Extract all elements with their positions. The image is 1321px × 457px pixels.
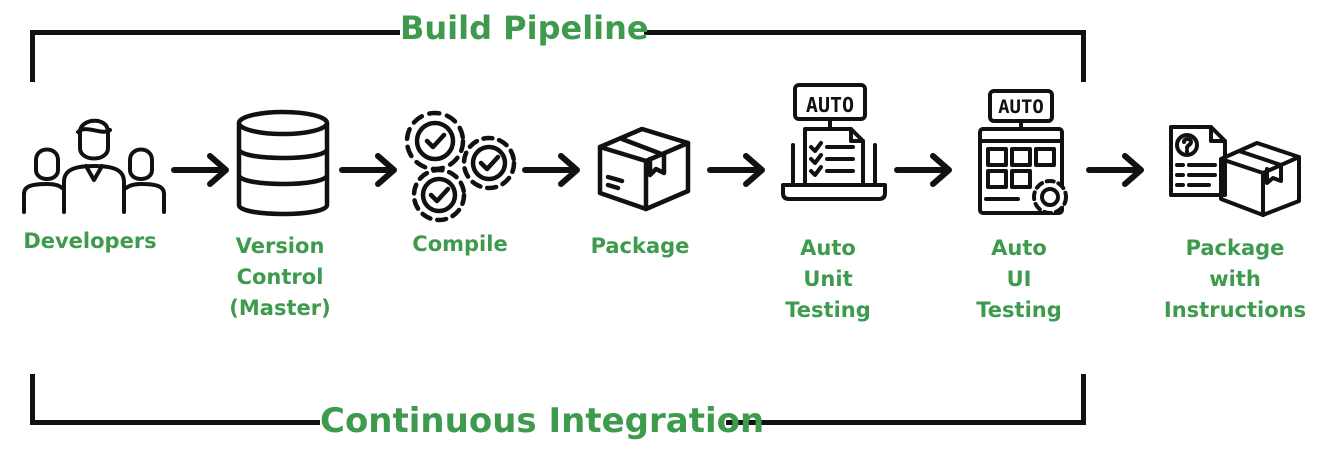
gears-icon — [404, 110, 517, 223]
auto-unit-testing-icon — [781, 83, 887, 201]
frame-top-left-tick — [30, 30, 35, 82]
step-label: Auto Unit Testing — [785, 236, 871, 322]
database-icon — [236, 109, 330, 217]
package-icon — [597, 126, 691, 212]
frame-bottom-left-tick — [30, 374, 35, 425]
auto-ui-testing-icon — [978, 89, 1068, 215]
frame-bottom-right-tick — [1081, 374, 1086, 425]
developers-icon — [22, 118, 166, 214]
step-label: Version Control (Master) — [229, 234, 331, 320]
step-label: Auto UI Testing — [976, 236, 1062, 322]
step-label: Developers — [23, 229, 157, 253]
auto-badge: AUTO — [998, 96, 1044, 118]
step-label: Compile — [412, 232, 508, 256]
package-instructions-icon — [1169, 125, 1301, 217]
build-pipeline-title: Build Pipeline — [400, 9, 649, 47]
auto-badge: AUTO — [805, 93, 855, 117]
arrow-right-icon — [339, 153, 397, 187]
step-label: Package — [590, 234, 690, 258]
arrow-right-icon — [1086, 153, 1144, 187]
arrow-right-icon — [707, 153, 765, 187]
arrow-right-icon — [171, 153, 229, 187]
frame-top-right-tick — [1081, 30, 1086, 82]
arrow-right-icon — [522, 153, 580, 187]
continuous-integration-title: Continuous Integration — [320, 401, 765, 441]
step-label: Package with Instructions — [1163, 236, 1307, 322]
arrow-right-icon — [894, 153, 952, 187]
